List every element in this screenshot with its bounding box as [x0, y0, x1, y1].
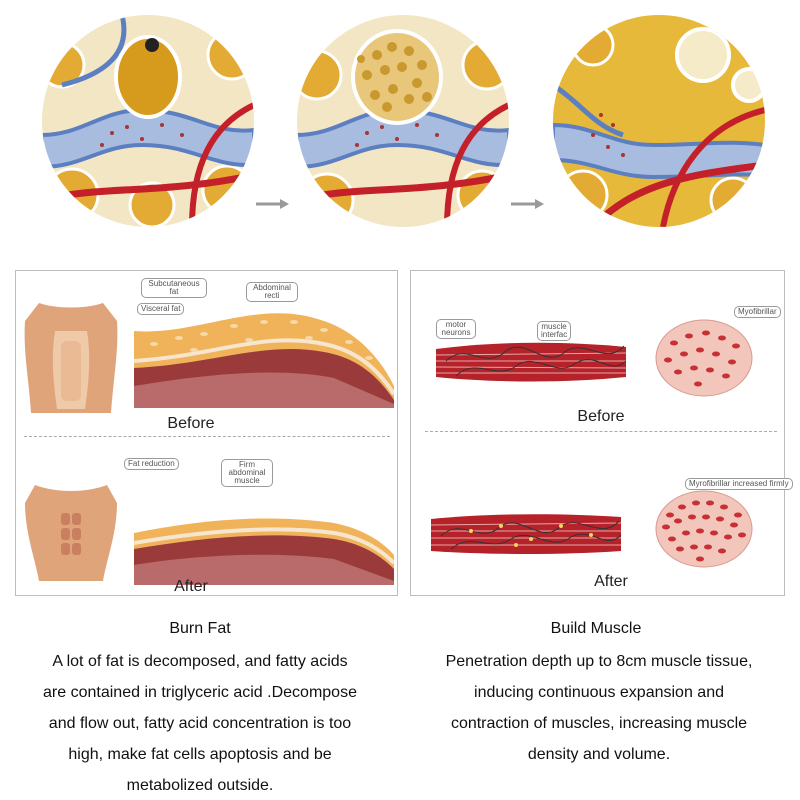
- build-muscle-line: Penetration depth up to 8cm muscle tissu…: [445, 653, 753, 670]
- myofibrillar-increased-label: Myrofibrillar increased firmly: [685, 478, 793, 490]
- fat-cross-section-before: [134, 313, 394, 408]
- fat-before-caption: Before: [167, 415, 215, 432]
- fat-reduction-label: Fat reduction: [124, 458, 179, 470]
- motor-neurons-label: motor neurons: [436, 319, 476, 339]
- muscle-before-caption: Before: [577, 408, 625, 425]
- right-arrow-icon: [511, 199, 544, 209]
- burn-fat-line: are contained in triglyceric acid .Decom…: [43, 684, 357, 701]
- subcutaneous-fat-label: Subcutaneous fat: [141, 278, 207, 298]
- torso-after-icon: [25, 485, 117, 581]
- fat-cell-emptied-icon: [553, 15, 765, 227]
- build-muscle-line: density and volume.: [527, 746, 671, 763]
- fat-cell-full-icon: [42, 15, 254, 227]
- fat-cross-section-after: [134, 518, 394, 585]
- right-arrow-icon: [256, 199, 289, 209]
- burn-fat-line: and flow out, fatty acid concentration i…: [48, 715, 352, 732]
- muscle-after-caption: After: [594, 573, 628, 590]
- build-muscle-description: Penetration depth up to 8cm muscle tissu…: [400, 646, 798, 770]
- muscle-fiber-before: [436, 342, 626, 382]
- torso-before-icon: [24, 303, 118, 413]
- fat-cell-stage-1: [42, 15, 254, 227]
- burn-fat-description: A lot of fat is decomposed, and fatty ac…: [2, 646, 398, 800]
- build-muscle-title: Build Muscle: [550, 620, 642, 637]
- muscle-comparison-panel: motor neurons muscle interfac Myofibrill…: [410, 270, 793, 596]
- muscle-panel-divider: [425, 431, 777, 432]
- muscle-interface-label: muscle interfac: [537, 321, 571, 341]
- muscle-fiber-after: [431, 514, 621, 554]
- fat-cell-decomposing-icon: [297, 15, 509, 227]
- fat-after-caption: After: [174, 578, 208, 595]
- myofibril-disc-after: [655, 490, 753, 568]
- fat-cell-stage-3: [553, 15, 765, 227]
- burn-fat-title: Burn Fat: [169, 620, 231, 637]
- myofibril-disc-before: [655, 319, 753, 397]
- burn-fat-line: metabolized outside.: [126, 777, 274, 794]
- firm-abdominal-muscle-label: Firm abdominal muscle: [221, 459, 273, 487]
- myofibrillar-label: Myofibrillar: [734, 306, 781, 318]
- burn-fat-line: A lot of fat is decomposed, and fatty ac…: [52, 653, 348, 670]
- visceral-fat-label: Visceral fat: [137, 303, 185, 315]
- fat-panel-divider: [24, 436, 390, 437]
- fat-cell-stage-2: [297, 15, 509, 227]
- burn-fat-line: high, make fat cells apoptosis and be: [68, 746, 332, 763]
- build-muscle-line: inducing continuous expansion and: [474, 684, 724, 701]
- fat-comparison-panel: Subcutaneous fat Abdominal recti Viscera…: [15, 270, 398, 596]
- abdominal-recti-label: Abdominal recti: [246, 282, 298, 302]
- build-muscle-line: contraction of muscles, increasing muscl…: [450, 715, 748, 732]
